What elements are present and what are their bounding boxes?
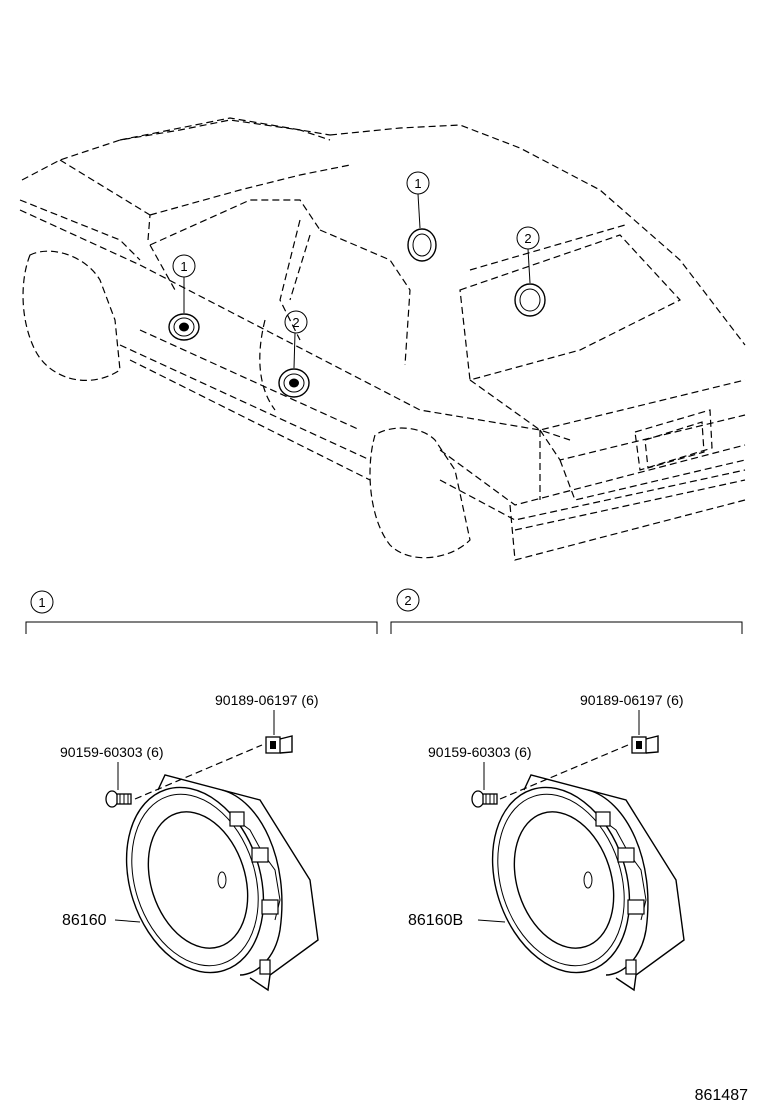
speaker-2-icon bbox=[491, 774, 685, 992]
group-2-header: 2 bbox=[390, 588, 743, 634]
screw-part-number-1: 90159-60303 (6) bbox=[60, 744, 164, 760]
svg-text:2: 2 bbox=[292, 315, 299, 330]
svg-text:1: 1 bbox=[414, 176, 421, 191]
clip-1-icon bbox=[265, 735, 293, 754]
callout-1-upper: 1 bbox=[406, 171, 430, 229]
callout-2-rear-door: 2 bbox=[284, 310, 308, 369]
speaker-part-number-2: 86160B bbox=[408, 912, 463, 929]
screw-part-number-2: 90159-60303 (6) bbox=[428, 744, 532, 760]
screw-1-icon bbox=[105, 790, 132, 808]
car-outline bbox=[19, 117, 746, 561]
car-speaker-rear-door bbox=[278, 368, 310, 398]
clip-part-number-2: 90189-06197 (6) bbox=[580, 692, 684, 708]
diagram-id: 861487 bbox=[695, 1087, 748, 1104]
car-speaker-front-upper bbox=[407, 228, 437, 262]
screw-2-icon bbox=[471, 790, 498, 808]
callout-2-rear-deck: 2 bbox=[516, 226, 540, 284]
car-speaker-rear-deck bbox=[514, 283, 546, 317]
group-2-parts: 90189-06197 (6) 90159-60303 (6) 86160B bbox=[408, 692, 685, 992]
speaker-1-icon bbox=[125, 774, 319, 992]
callout-1-front-door: 1 bbox=[172, 254, 196, 313]
svg-text:2: 2 bbox=[404, 593, 411, 608]
clip-part-number-1: 90189-06197 (6) bbox=[215, 692, 319, 708]
svg-text:1: 1 bbox=[38, 595, 45, 610]
svg-text:1: 1 bbox=[180, 259, 187, 274]
clip-2-icon bbox=[631, 735, 659, 754]
group-1-parts: 90189-06197 (6) 90159-60303 (6) 86160 bbox=[60, 692, 319, 992]
svg-text:2: 2 bbox=[524, 231, 531, 246]
car-speaker-front-door bbox=[168, 313, 200, 341]
group-1-header: 1 bbox=[25, 590, 378, 634]
speaker-part-number-1: 86160 bbox=[62, 912, 107, 929]
